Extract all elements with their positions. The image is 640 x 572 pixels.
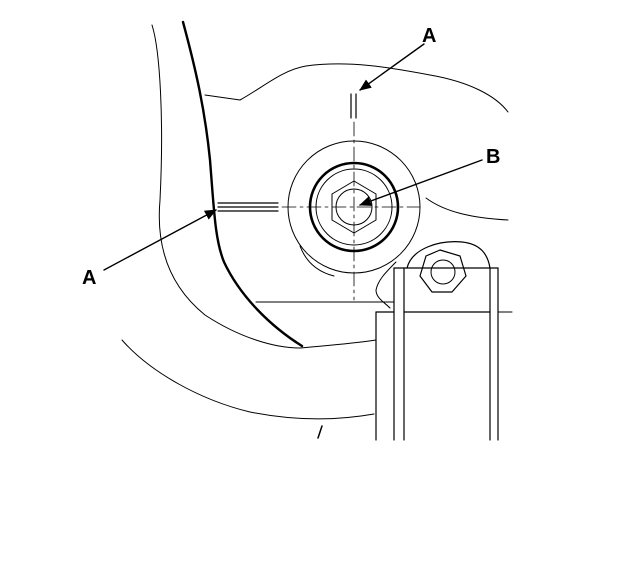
housing-inner-contour [299,339,377,349]
bracket-bolt-center [430,259,456,285]
housing-right-curve [425,197,509,221]
boss-flange [375,261,397,309]
lower-body-curve [121,339,375,420]
callout-label-top-a: A [422,25,436,47]
bracket-bolt-hex [419,249,467,293]
callout-label-left-a: A [82,267,96,289]
housing-outline-top [204,63,509,113]
boss-lower-arc [299,245,335,277]
heavy-cable-line [181,20,304,348]
leader-arrow-b [359,159,483,206]
lower-mark [317,425,323,439]
housing-outline-left [151,24,301,349]
callout-label-b: B [486,146,500,168]
bracket-top [406,241,491,269]
leader-arrow-left-a [103,209,217,271]
leader-arrow-top-a [359,43,425,91]
